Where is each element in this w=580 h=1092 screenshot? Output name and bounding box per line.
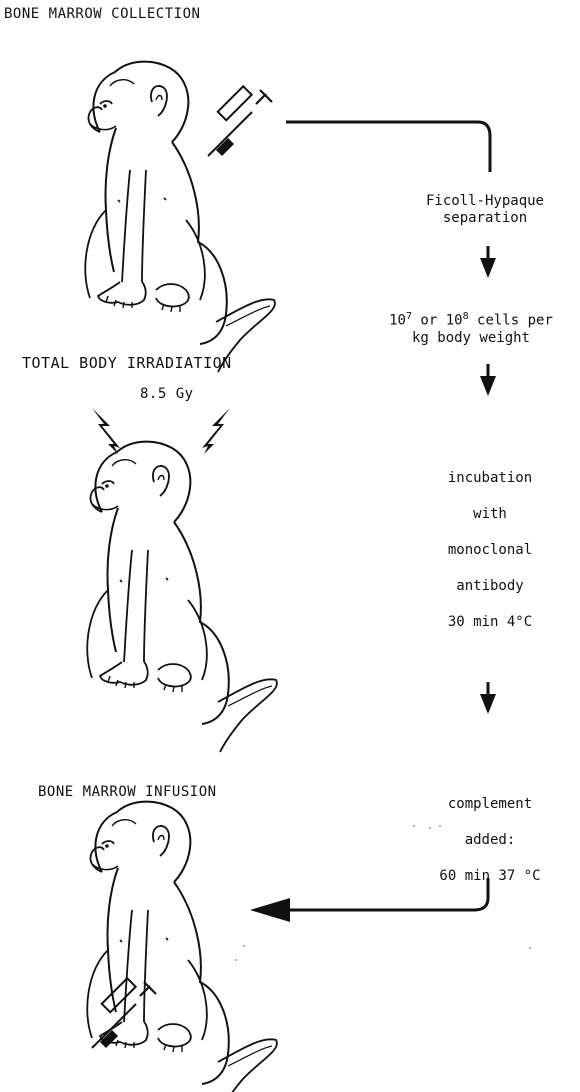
flow-connector-bottom (290, 878, 488, 910)
down-arrow-3 (480, 682, 496, 714)
down-arrow-2 (480, 364, 496, 396)
flow-connector-top (286, 122, 490, 172)
down-arrow-1 (480, 246, 496, 278)
return-arrow-head (250, 898, 290, 922)
monkey-recipient-drawing (87, 802, 277, 1092)
radiation-bolt-left-icon (92, 408, 120, 454)
monkey-donor-drawing (85, 62, 275, 372)
radiation-bolt-right-icon (202, 408, 230, 454)
monkey-irradiated-drawing (87, 442, 277, 752)
syringe-collection-icon (208, 86, 272, 156)
